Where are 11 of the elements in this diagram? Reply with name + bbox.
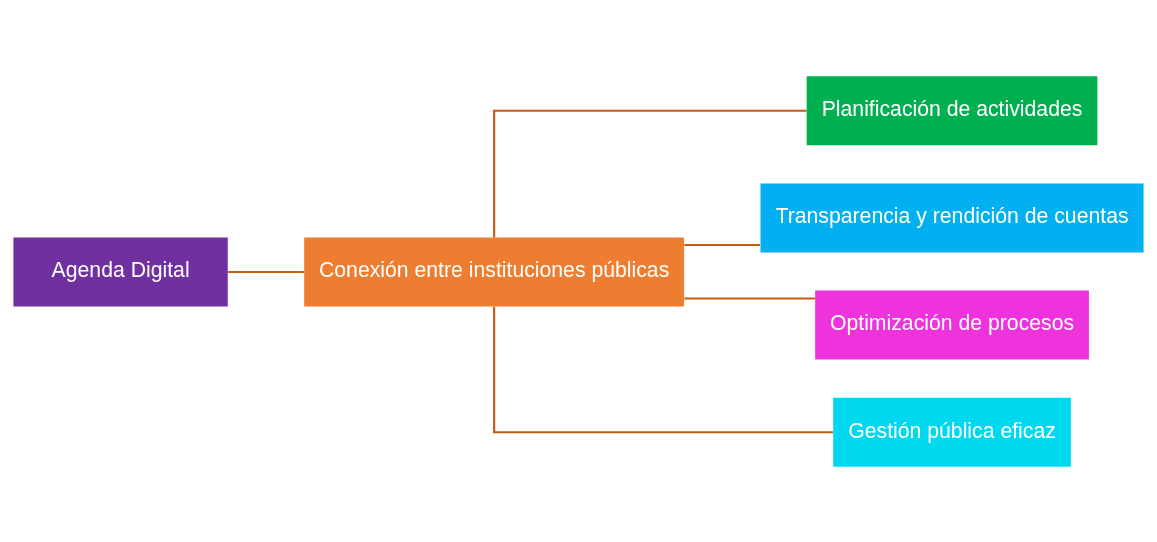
node-box: Gestión pública eficaz: [833, 397, 1071, 467]
node-box: Planificación de actividades: [806, 75, 1098, 145]
connector: [228, 270, 304, 273]
node-box: Conexión entre instituciones públicas: [304, 237, 685, 306]
node-box: Transparencia y rendición de cuentas: [760, 182, 1144, 252]
node-box: Agenda Digital: [13, 237, 228, 306]
connector: [493, 109, 807, 237]
connector: [493, 306, 833, 433]
connector: [684, 297, 816, 300]
node-box: Optimización de procesos: [815, 290, 1089, 360]
connector: [684, 243, 761, 246]
